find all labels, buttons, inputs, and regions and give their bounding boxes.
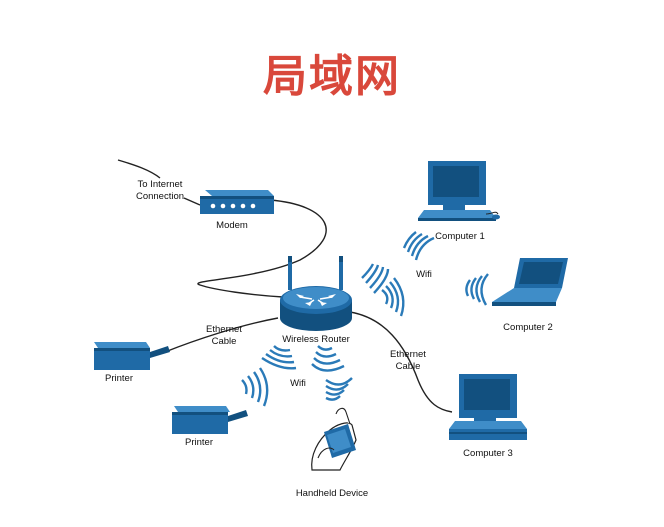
printer1-label: Printer	[105, 373, 133, 384]
internet-label-line1: To Internet	[138, 179, 183, 190]
computer-1	[418, 161, 500, 221]
computer-2	[492, 258, 568, 306]
modem	[200, 190, 274, 214]
wifi-wave-router-upright	[361, 263, 390, 294]
wifi-wave-router-down-left	[261, 345, 297, 370]
wifi-wave-router-down	[311, 345, 345, 372]
ethernet-left-label-line1: Ethernet	[206, 324, 242, 335]
computer2-label: Computer 2	[503, 322, 553, 333]
modem-router-cable	[197, 199, 327, 298]
computer1-label: Computer 1	[435, 231, 485, 242]
wifi-wave-router-right	[381, 277, 405, 317]
internet-label-line2: Connection	[136, 191, 184, 202]
labels: To Internet Connection Modem Wireless Ro…	[105, 179, 553, 499]
wifi-wave-handheld	[325, 377, 353, 401]
computer3-label: Computer 3	[463, 448, 513, 459]
printer-2	[172, 406, 248, 434]
router-printer1-cable	[164, 317, 279, 353]
wifi-waves	[241, 231, 489, 407]
wifi-wave-computer2	[465, 273, 489, 306]
ethernet-left-label-line2: Cable	[212, 336, 237, 347]
modem-label: Modem	[216, 220, 248, 231]
wireless-router	[280, 256, 352, 331]
printer2-label: Printer	[185, 437, 213, 448]
wifi-bottom-label: Wifi	[290, 378, 306, 389]
router-computer3-cable	[349, 311, 453, 413]
handheld-device	[311, 407, 357, 471]
wifi-wave-printer2	[241, 367, 269, 407]
internet-line	[117, 159, 161, 179]
computer-3	[449, 374, 527, 440]
printer-1	[94, 342, 170, 370]
cables	[117, 159, 453, 413]
ethernet-right-label-line2: Cable	[396, 361, 421, 372]
page-title: 局域网	[263, 51, 401, 102]
wifi-wave-computer1	[402, 231, 435, 261]
router-label: Wireless Router	[282, 334, 350, 345]
modem-cord	[183, 197, 201, 206]
handheld-label: Handheld Device	[296, 488, 368, 499]
ethernet-right-label-line1: Ethernet	[390, 349, 426, 360]
wifi-right-label: Wifi	[416, 269, 432, 280]
